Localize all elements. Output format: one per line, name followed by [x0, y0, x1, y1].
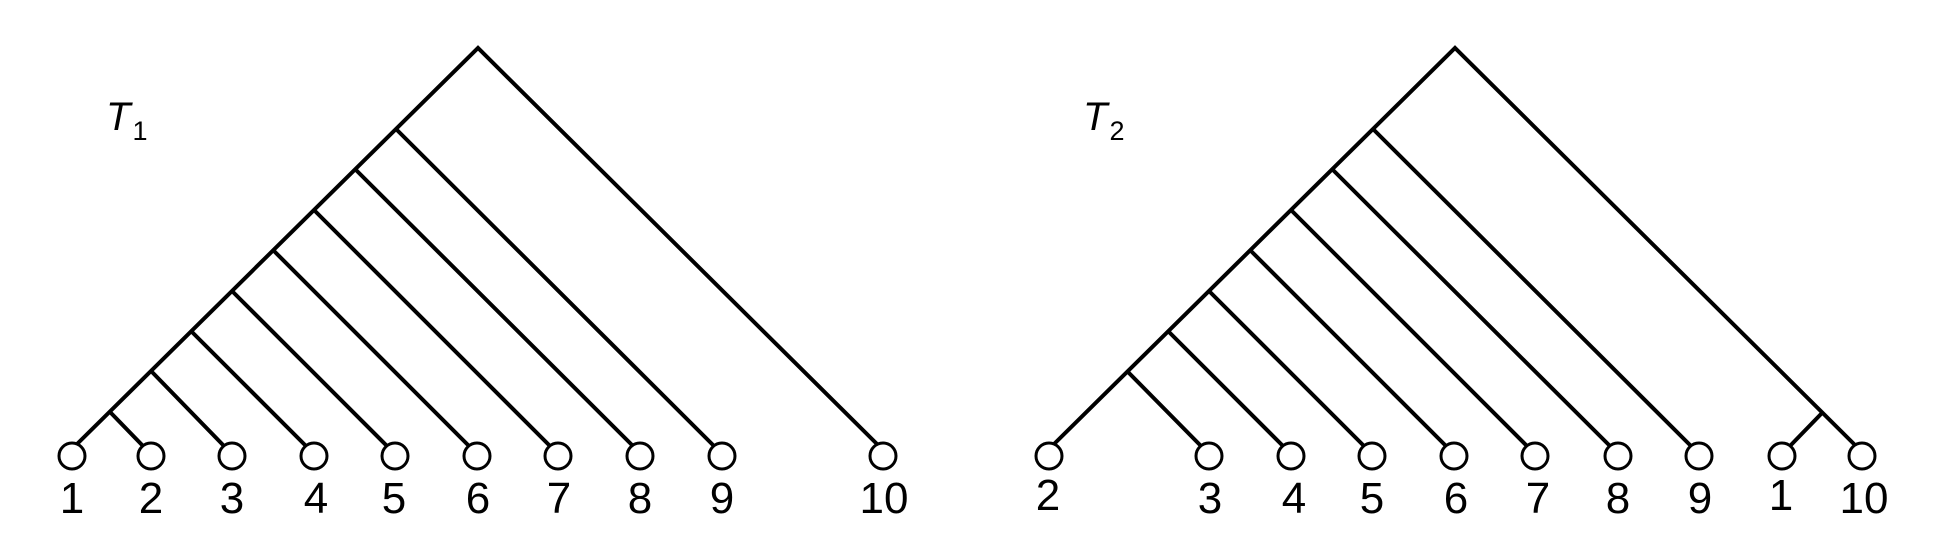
- t2-leaf-node: [1439, 441, 1469, 471]
- t2-leaf-label: 6: [1444, 474, 1468, 523]
- t2-leaf-node: [1357, 441, 1387, 471]
- t1-leaf-node: [217, 441, 247, 471]
- t2-leaf-label: 7: [1526, 474, 1550, 523]
- tree-t2-leaves: [1034, 441, 1877, 471]
- t2-branch-6: [1250, 250, 1449, 449]
- t2-leaf-label: 8: [1606, 474, 1630, 523]
- t1-branch-4: [191, 331, 309, 449]
- t2-leaf-node: [1767, 441, 1797, 471]
- t1-branch-6: [273, 250, 472, 449]
- t1-leaf-node: [57, 441, 87, 471]
- t1-leaf-label: 9: [710, 474, 734, 523]
- t1-leaf-node: [136, 441, 166, 471]
- t2-branch-8: [1332, 169, 1613, 449]
- t1-leaf-label: 7: [547, 474, 571, 523]
- t1-leaf-node: [462, 441, 492, 471]
- t1-leaf-node: [868, 441, 898, 471]
- t1-branch-7: [314, 210, 553, 449]
- t2-branch-4: [1168, 331, 1286, 449]
- t2-leaf-node: [1684, 441, 1714, 471]
- t2-leaf-node: [1603, 441, 1633, 471]
- t1-leaf-node: [543, 441, 573, 471]
- t1-leaf-label: 8: [628, 474, 652, 523]
- t1-leaf-label: 3: [220, 474, 244, 523]
- tree-t1: 1 2 3 4 5 6 7 8 9 10 T1: [57, 45, 909, 523]
- t1-leaf-label: 6: [466, 474, 490, 523]
- t2-branch-3: [1127, 371, 1204, 449]
- tree-t1-edges: [70, 45, 884, 451]
- t2-branch-9: [1372, 128, 1694, 449]
- t1-branch-3: [151, 371, 227, 449]
- t1-leaf-label: 5: [382, 474, 406, 523]
- t1-branch-9: [395, 128, 717, 449]
- t2-leaf-node: [1847, 441, 1877, 471]
- t2-branch-7: [1291, 210, 1530, 449]
- tree-t2-labels: 2 3 4 5 6 7 8 9 1 10: [1036, 471, 1889, 523]
- t1-leaf-label: 4: [304, 474, 328, 523]
- t2-leaf-label: 9: [1688, 474, 1712, 523]
- tree-t2-title: T2: [1083, 95, 1124, 146]
- t2-leaf-node: [1194, 441, 1224, 471]
- tree-t1-leaves: [57, 441, 898, 471]
- t2-leaf-node: [1520, 441, 1550, 471]
- t2-leaf-label: 1: [1769, 471, 1793, 520]
- t1-leaf-label: 1: [60, 474, 84, 523]
- t1-leaf-node: [380, 441, 410, 471]
- t2-leaf-node: [1034, 441, 1064, 471]
- t1-leaf-label: 10: [860, 474, 909, 523]
- tree-t2: 2 3 4 5 6 7 8 9 1 10 T2: [1034, 45, 1889, 523]
- t2-leaf-label: 10: [1840, 474, 1889, 523]
- t1-spine: [70, 45, 884, 451]
- t2-leaf-label: 5: [1360, 474, 1384, 523]
- t2-leaf-label: 3: [1198, 474, 1222, 523]
- t1-branch-2: [109, 411, 146, 449]
- t2-spine: [1047, 45, 1861, 451]
- t2-branch-1: [1787, 411, 1824, 449]
- tree-t1-title: T1: [106, 95, 147, 146]
- tree-t2-edges: [1047, 45, 1861, 451]
- t2-leaf-node: [1276, 441, 1306, 471]
- t1-branch-8: [355, 169, 636, 449]
- t1-branch-5: [232, 291, 390, 449]
- t1-leaf-label: 2: [139, 474, 163, 523]
- t1-leaf-node: [707, 441, 737, 471]
- t1-leaf-node: [299, 441, 329, 471]
- tree-t1-labels: 1 2 3 4 5 6 7 8 9 10: [60, 474, 909, 523]
- t2-leaf-label: 4: [1282, 474, 1306, 523]
- t2-leaf-label: 2: [1036, 471, 1060, 520]
- t1-leaf-node: [625, 441, 655, 471]
- t2-branch-5: [1209, 291, 1367, 449]
